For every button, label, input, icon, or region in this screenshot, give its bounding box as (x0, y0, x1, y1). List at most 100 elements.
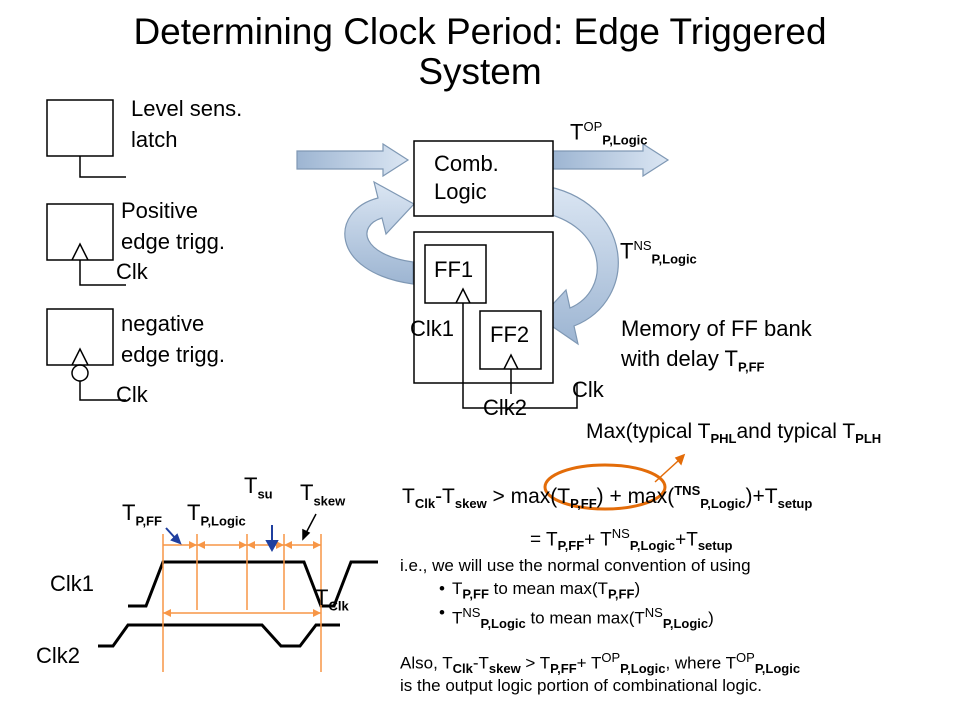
eq1-d: ) + max( (596, 485, 675, 508)
latch-label-line-2: latch (131, 127, 178, 152)
max-note: Max(typical TPHLand typical TPLH (586, 419, 881, 452)
also-b-sub: skew (488, 661, 521, 677)
t-ns-label: TNSP,Logic (620, 233, 697, 273)
memory-ff-label: Memory of FF bank with delay TP,FF (621, 314, 812, 382)
eq1-e: )+T (745, 485, 778, 508)
eq2-c-sub: setup (697, 538, 733, 554)
also-a-sub: Clk (452, 661, 473, 677)
also-c: > T (520, 653, 551, 673)
latch-label-line-1: Level sens. (131, 96, 243, 121)
bullet1-b-sub: P,FF (607, 586, 635, 602)
tclk-label: TClk (315, 585, 349, 619)
eq1-c-sub: P,FF (570, 496, 597, 512)
eq2-a-sub: P,FF (557, 538, 585, 554)
eq1-a: T (402, 485, 415, 508)
max-note-sub-2: PLH (855, 431, 882, 447)
t-op-base: T (570, 119, 584, 145)
clk2-waveform (98, 623, 340, 648)
bullet-1-dot: • (439, 579, 445, 598)
input-arrow (296, 142, 410, 178)
bullet-2-dot: • (439, 603, 445, 622)
eq1-c: > max(T (486, 485, 571, 508)
title-line-2: System (418, 51, 542, 92)
comb-logic-label-line-2: Logic (434, 179, 487, 204)
also-note-line-2: is the output logic portion of combinati… (400, 676, 762, 695)
eq2-a: = T (530, 529, 558, 551)
comb-logic-label: Comb. Logic (434, 150, 499, 206)
max-note-text-2: and typical T (736, 420, 856, 443)
also-a: Also, T (400, 653, 453, 673)
bullet2-c: ) (708, 608, 714, 628)
ff2-symbol (479, 310, 542, 394)
negative-edge-clk-label: Clk (116, 382, 148, 407)
tskew-marker-arrow (302, 513, 317, 541)
tskew-sub: skew (313, 493, 346, 509)
clk2-circuit-label: Clk2 (483, 395, 528, 420)
negative-edge-label: negative edge trigg. (121, 308, 225, 370)
feedback-arrow-to-logic (344, 180, 415, 285)
also-e-sub: P,Logic (754, 661, 801, 677)
bullet1-b: to mean max(T (488, 579, 608, 598)
comb-logic-box (413, 140, 554, 217)
bullet2-b-sup: NS (644, 605, 663, 620)
tplogic-base: T (187, 500, 201, 525)
bullet1-a: T (452, 579, 463, 598)
ff1-symbol (424, 244, 578, 409)
also-equation: Also, TClk-Tskew > TP,FF+ TOPP,Logic, wh… (400, 647, 800, 680)
tpff-label: TP,FF (122, 500, 162, 534)
positive-edge-ff-symbol (46, 203, 126, 286)
bullet2-b-sub: P,Logic (662, 616, 709, 632)
tpff-marker-arrow (165, 527, 182, 545)
t-ns-sub: P,Logic (651, 251, 697, 267)
negative-edge-label-line-2: edge trigg. (121, 342, 225, 367)
t-op-sub: P,Logic (602, 132, 648, 148)
positive-edge-label: Positive edge trigg. (121, 195, 225, 257)
bullet2-b: to mean max(T (525, 608, 645, 628)
tsu-base: T (244, 473, 258, 498)
tsu-marker-arrow (265, 525, 279, 553)
t-op-sup: OP (583, 119, 603, 134)
also-d: + T (576, 653, 602, 673)
tplogic-label: TP,Logic (187, 500, 246, 534)
tsu-label: Tsu (244, 473, 273, 507)
title-line-1: Determining Clock Period: Edge Triggered (133, 11, 827, 52)
bullet1-a-sub: P,FF (462, 586, 489, 602)
t-ns-sup: NS (633, 238, 652, 253)
latch-symbol (46, 99, 126, 178)
positive-edge-clk-label: Clk (116, 259, 148, 284)
ff2-label: FF2 (490, 322, 530, 347)
page-title: Determining Clock Period: Edge Triggered… (0, 12, 960, 92)
eq1-b-sub: skew (454, 496, 487, 512)
eq2-b-sup: NS (611, 526, 630, 541)
bullet2-a-sub: P,Logic (480, 616, 526, 632)
latch-label: Level sens. latch (131, 93, 242, 155)
also-d-sub: P,Logic (620, 661, 666, 677)
also-e-sup: OP (736, 650, 755, 665)
tclk-base: T (315, 585, 329, 610)
eq1-a-sub: Clk (414, 496, 436, 512)
output-arrow (552, 142, 670, 178)
also-c-sub: P,FF (550, 661, 577, 677)
memory-ff-delay-text: with delay T (621, 346, 738, 371)
tpff-base: T (122, 500, 136, 525)
tskew-base: T (300, 480, 314, 505)
also-b: -T (472, 653, 489, 673)
positive-edge-label-line-1: Positive (121, 198, 199, 223)
eq2-b: + T (584, 529, 612, 551)
timing-guides (162, 534, 322, 672)
bullet2-a: T (452, 608, 463, 628)
eq1-b: -T (435, 485, 455, 508)
max-note-sub-1: PHL (710, 431, 737, 447)
eq2-b-sub: P,Logic (629, 538, 676, 554)
ff1-label: FF1 (434, 257, 474, 282)
tsu-sub: su (257, 486, 273, 502)
bullet-1: •TP,FF to mean max(TP,FF) (439, 578, 640, 605)
clk1-wave-label: Clk1 (50, 571, 95, 596)
positive-edge-label-line-2: edge trigg. (121, 229, 225, 254)
also-d-sup: OP (601, 650, 621, 665)
eq1-e-sub: setup (777, 496, 813, 512)
t-ns-base: T (620, 238, 634, 264)
memory-ff-delay-sub: P,FF (737, 359, 765, 375)
eq1-d-sub: P,Logic (700, 496, 746, 512)
